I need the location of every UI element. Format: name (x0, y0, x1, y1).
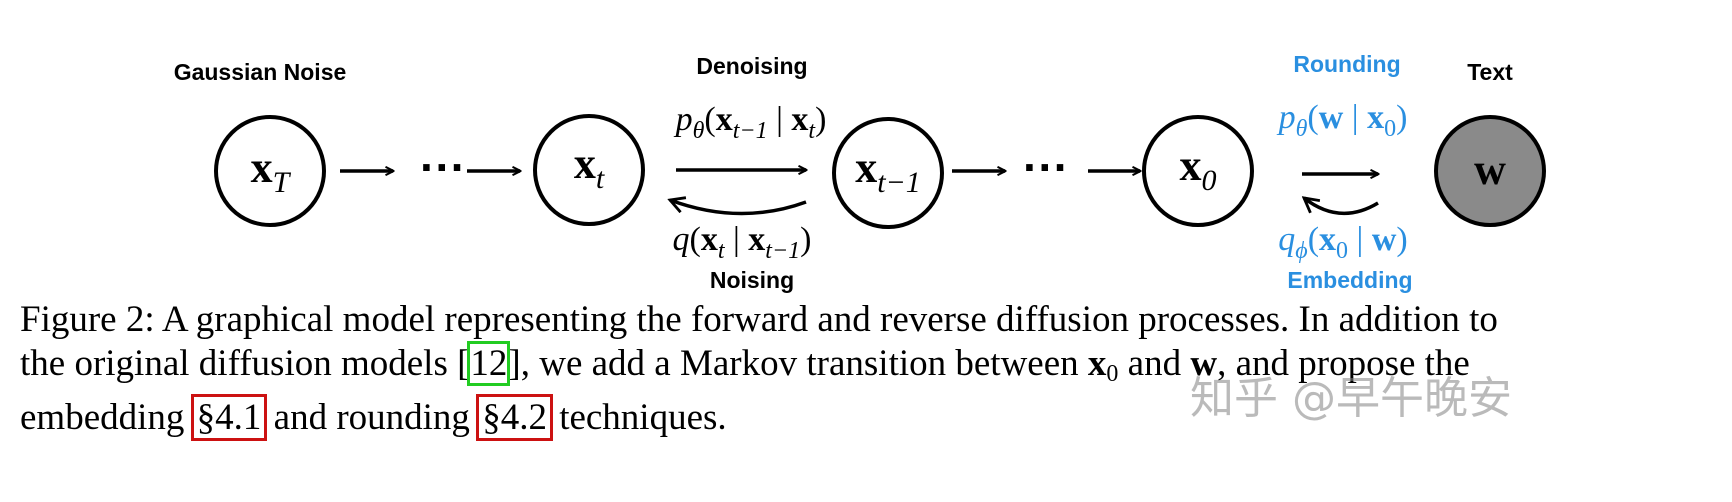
watermark: 知乎 @早午晚安 (1190, 373, 1512, 424)
node-x0: x0 (1142, 115, 1254, 227)
caption-math-x: x (1087, 343, 1107, 384)
text-label: Text (1467, 59, 1513, 85)
rounding-label: Rounding (1293, 51, 1400, 77)
ellipsis-1: ··· (420, 141, 466, 193)
formula-p-theta-denoise: pθ(xt−1 | xt) (674, 101, 827, 144)
section-link-4-2[interactable]: §4.2 (476, 394, 553, 441)
figure-caption: Figure 2: A graphical model representing… (20, 298, 1720, 441)
node-xt-minus-1: xt−1 (832, 117, 944, 229)
citation-link-12[interactable]: 12 (467, 341, 511, 386)
arrow-embedding (1304, 198, 1379, 215)
caption-text: and (1118, 343, 1191, 384)
svg-text:xt: xt (574, 139, 605, 195)
gaussian-noise-label: Gaussian Noise (174, 59, 347, 85)
caption-line-2: the original diffusion models [12], we a… (20, 341, 1720, 396)
svg-text:xT: xT (251, 143, 292, 199)
node-xt: xt (533, 114, 645, 226)
caption-math-sub: 0 (1106, 361, 1119, 387)
caption-math-w: w (1190, 343, 1218, 384)
embedding-label: Embedding (1287, 267, 1412, 293)
noising-label: Noising (710, 267, 794, 293)
caption-text: the original diffusion models [ (20, 343, 470, 384)
formula-q-phi-embed: qϕ(x0 | w) (1278, 221, 1407, 264)
svg-text:xt−1: xt−1 (855, 143, 921, 199)
arrow-noise (670, 200, 807, 216)
caption-text: ], we add a Markov transition between (508, 343, 1088, 384)
formula-p-theta-round: pθ(w | x0) (1277, 99, 1408, 142)
svg-text:x0: x0 (1180, 141, 1217, 197)
formula-q-noise: q(xt | xt−1) (672, 221, 811, 264)
denoising-label: Denoising (696, 53, 807, 79)
caption-line-1: Figure 2: A graphical model representing… (20, 299, 1498, 340)
caption-text: and rounding (264, 397, 480, 438)
caption-text: techniques. (549, 397, 727, 438)
graphical-model-diagram: Gaussian Noise Denoising Rounding Text N… (174, 51, 1546, 293)
node-xT: xT (214, 115, 326, 227)
caption-text: , and propose the (1217, 343, 1470, 384)
caption-text: embedding (20, 397, 194, 438)
section-link-4-1[interactable]: §4.1 (190, 394, 268, 441)
ellipsis-2: ··· (1023, 141, 1069, 193)
node-w: w (1434, 115, 1546, 227)
svg-text:w: w (1474, 145, 1506, 194)
caption-line-3: embedding §4.1 and rounding §4.2 techniq… (20, 394, 1720, 441)
